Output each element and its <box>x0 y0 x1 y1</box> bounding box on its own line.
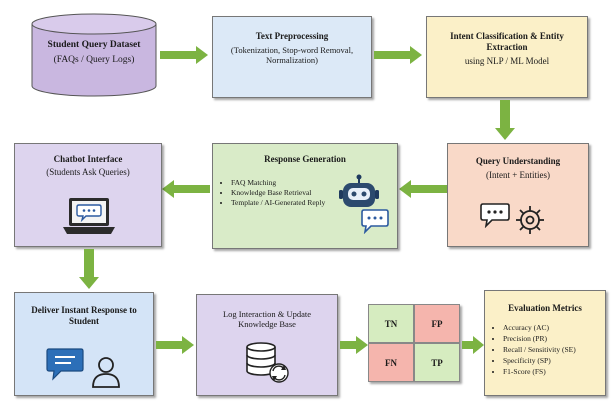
gear-icon <box>516 206 544 234</box>
dataset-node: Student Query Dataset (FAQs / Query Logs… <box>30 12 158 98</box>
understanding-subtitle: (Intent + Entities) <box>485 169 551 180</box>
arrow-understanding-to-response <box>399 180 447 198</box>
metrics-node: Evaluation Metrics Accuracy (AC) Precisi… <box>484 290 606 396</box>
list-item: Template / AI-Generated Reply <box>231 198 341 208</box>
arrow-dataset-to-preprocess <box>160 46 208 64</box>
list-item: FAQ Matching <box>231 178 341 188</box>
fp-cell: FP <box>414 304 460 343</box>
dataset-title: Student Query Dataset <box>47 40 141 50</box>
list-item: Accuracy (AC) <box>503 323 613 334</box>
arrow-response-to-chatbot <box>162 180 210 198</box>
fn-cell: FN <box>368 343 414 382</box>
list-item: Specificity (SP) <box>503 356 613 367</box>
preprocess-title: Text Preprocessing <box>255 31 329 41</box>
intent-node: Intent Classification & Entity Extractio… <box>426 16 588 98</box>
understanding-node: Query Understanding (Intent + Entities) <box>447 143 589 247</box>
preprocess-node: Text Preprocessing (Tokenization, Stop-w… <box>212 16 372 98</box>
deliver-node: Deliver Instant Response to Student <box>14 292 154 396</box>
tp-cell: TP <box>414 343 460 382</box>
response-node: Response Generation FAQ Matching Knowled… <box>212 143 398 249</box>
log-title: Log Interaction & Update Knowledge Base <box>222 309 312 330</box>
database-sync-icon <box>246 342 289 383</box>
laptop-icon <box>63 198 115 234</box>
chatbot-subtitle: (Students Ask Queries) <box>46 166 130 177</box>
log-node: Log Interaction & Update Knowledge Base <box>196 294 338 396</box>
metrics-items: Accuracy (AC) Precision (PR) Recall / Se… <box>493 323 613 377</box>
confusion-matrix: TN FP FN TP <box>368 304 460 382</box>
arrow-deliver-to-log <box>156 336 194 354</box>
response-items: FAQ Matching Knowledge Base Retrieval Te… <box>221 178 341 207</box>
intent-title: Intent Classification & Entity Extractio… <box>450 31 564 52</box>
chatbot-node: Chatbot Interface (Students Ask Queries) <box>14 143 162 247</box>
list-item: Recall / Sensitivity (SE) <box>503 345 613 356</box>
response-title: Response Generation <box>264 154 346 164</box>
chat-bubble-icon <box>480 203 510 228</box>
tn-cell: TN <box>368 304 414 343</box>
message-bubble-icon <box>46 348 84 381</box>
list-item: Precision (PR) <box>503 334 613 345</box>
chat-bubble-icon <box>361 209 389 234</box>
dataset-subtitle: (FAQs / Query Logs) <box>53 55 135 66</box>
metrics-title: Evaluation Metrics <box>508 303 582 313</box>
intent-subtitle: using NLP / ML Model <box>464 55 550 66</box>
chatbot-title: Chatbot Interface <box>53 154 123 164</box>
robot-icon <box>339 174 379 207</box>
list-item: F1-Score (FS) <box>503 367 613 378</box>
understanding-title: Query Understanding <box>475 156 561 166</box>
list-item: Knowledge Base Retrieval <box>231 188 341 198</box>
preprocess-details: (Tokenization, Stop-word Removal, Normal… <box>230 44 354 65</box>
deliver-title: Deliver Instant Response to Student <box>31 305 137 326</box>
arrow-preprocess-to-intent <box>374 46 422 64</box>
arrow-intent-to-understanding <box>495 100 515 140</box>
arrow-matrix-to-metrics <box>462 336 484 354</box>
database-cylinder-shape <box>31 13 157 97</box>
arrow-chatbot-to-deliver <box>79 249 99 289</box>
user-icon <box>92 357 120 388</box>
arrow-log-to-matrix <box>340 336 368 354</box>
